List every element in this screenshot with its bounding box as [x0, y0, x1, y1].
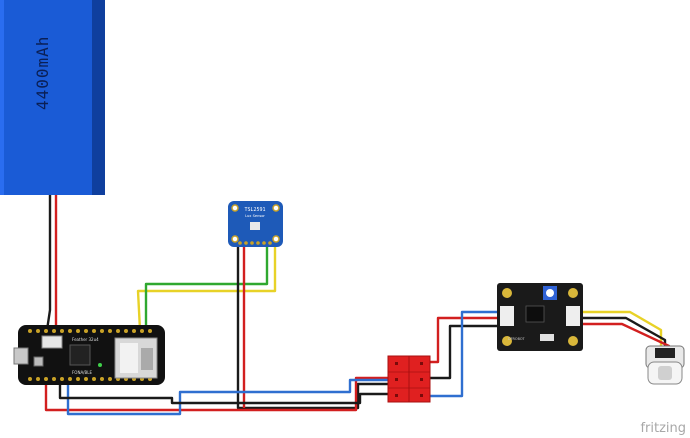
mount-hole	[568, 336, 578, 346]
status-led	[98, 363, 102, 367]
lux-subtitle: Lux Sensor	[245, 214, 265, 218]
battery-body	[0, 0, 105, 195]
scl-green-wire	[144, 246, 269, 332]
mount-hole	[502, 288, 512, 298]
breadboard-splitter[interactable]	[387, 355, 431, 403]
wires	[44, 195, 671, 416]
lux-title: TSL2591	[244, 207, 265, 213]
sensor-blue-wire	[428, 310, 497, 398]
battery-edge	[92, 0, 105, 195]
mount-hole	[272, 235, 280, 243]
battery-highlight	[0, 0, 4, 195]
mcu-chip	[69, 344, 91, 366]
feather-label: Feather 32u4	[72, 337, 99, 342]
lux-header-pins	[238, 241, 272, 245]
usb-port	[13, 347, 29, 365]
feather-black-bus-wire	[58, 382, 390, 405]
probe-connector	[566, 306, 580, 326]
feather-label-2: FONA/BLE	[72, 370, 92, 375]
turbidity-probe[interactable]	[645, 345, 685, 385]
turbidity-brand: DFROBOT	[508, 337, 526, 341]
mount-hole	[231, 204, 239, 212]
fritzing-watermark: fritzing	[640, 421, 686, 436]
probe-window	[658, 366, 672, 380]
mode-switch	[540, 334, 554, 341]
sensor-black-wire	[428, 324, 497, 380]
battery-capacity-label: 4400mAh	[33, 36, 52, 110]
sensor-red-wire	[428, 316, 497, 364]
lipo-battery[interactable]: 4400mAh	[0, 0, 105, 195]
potentiometer-knob	[546, 289, 554, 297]
lux-sensor-board[interactable]: TSL2591 Lux Sensor	[228, 201, 283, 247]
reset-button	[33, 356, 44, 367]
lux-chip	[250, 222, 260, 230]
feather-red-bus-wire	[44, 376, 390, 412]
turbidity-chip	[525, 305, 545, 323]
mount-hole	[272, 204, 280, 212]
mount-hole	[231, 235, 239, 243]
sda-yellow-wire	[136, 246, 277, 332]
splitter-holes	[395, 362, 423, 397]
mount-hole	[502, 336, 512, 346]
input-connector	[500, 306, 514, 326]
jst-connector	[41, 335, 63, 349]
turbidity-sensor-board[interactable]: DFROBOT	[497, 283, 583, 351]
sim-slot	[120, 343, 138, 373]
feather-board[interactable]: Feather 32u4 FONA/BLE	[13, 325, 165, 385]
mount-hole	[568, 288, 578, 298]
battery-black-wire	[45, 195, 52, 331]
feather-blue-bus-wire	[66, 378, 390, 416]
probe-top	[655, 348, 675, 358]
lux-black-wire	[236, 240, 390, 410]
feather-top-header	[28, 329, 152, 333]
fona-chip	[141, 348, 153, 370]
